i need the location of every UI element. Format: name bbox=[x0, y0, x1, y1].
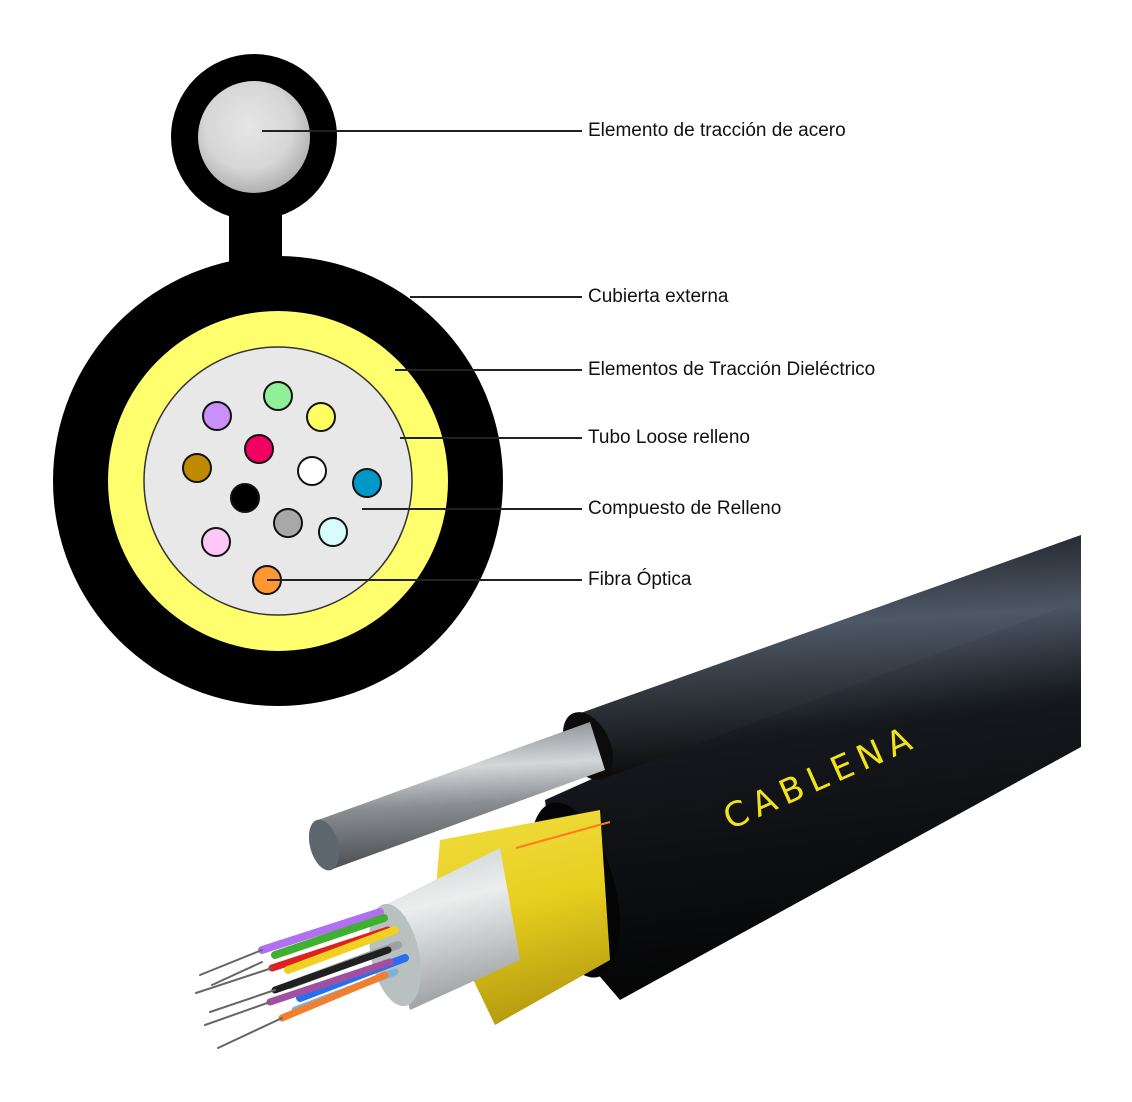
fiber-green bbox=[263, 381, 293, 411]
fiber-white bbox=[297, 456, 327, 486]
label-filling-compound: Compuesto de Relleno bbox=[588, 498, 782, 519]
label-loose-tube: Tubo Loose relleno bbox=[588, 427, 750, 448]
label-optical-fiber: Fibra Óptica bbox=[588, 569, 692, 590]
fiber-aqua bbox=[318, 517, 348, 547]
steel-rod bbox=[318, 722, 605, 870]
fiber-yellow bbox=[306, 402, 336, 432]
fiber-pink bbox=[201, 527, 231, 557]
cable-3d-render: CABLENA bbox=[195, 535, 1081, 1049]
leader-lines bbox=[262, 130, 582, 581]
fiber-grey bbox=[273, 508, 303, 538]
fiber-black bbox=[230, 483, 260, 513]
label-outer-jacket: Cubierta externa bbox=[588, 286, 729, 307]
steel-strength-member bbox=[198, 81, 310, 193]
label-dielectric-strength: Elementos de Tracción Dieléctrico bbox=[588, 359, 876, 380]
fibers bbox=[182, 381, 382, 595]
fiber-violet bbox=[202, 401, 232, 431]
messenger-sheath bbox=[575, 535, 1081, 780]
label-steel-strength-member: Elemento de tracción de acero bbox=[588, 120, 846, 141]
fiber-red bbox=[244, 434, 274, 464]
fiber-brown bbox=[182, 453, 212, 483]
fiber-blue bbox=[352, 468, 382, 498]
cross-section bbox=[53, 54, 582, 706]
steel-rod-end bbox=[308, 819, 340, 871]
fiber-bundle bbox=[195, 908, 409, 1049]
cable-jacket bbox=[545, 560, 1081, 1000]
